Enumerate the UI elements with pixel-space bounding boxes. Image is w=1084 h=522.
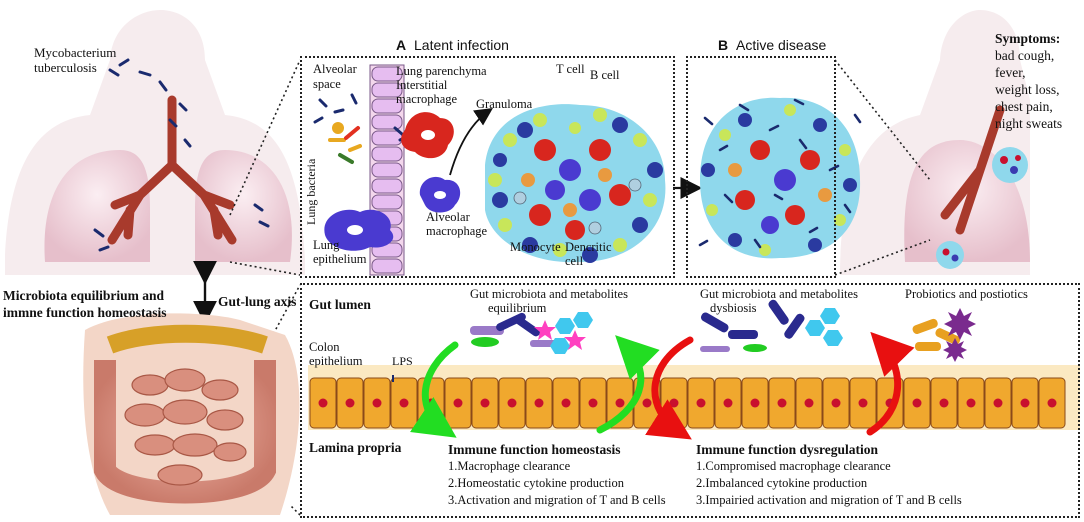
intestine-illustration: [83, 313, 300, 515]
symptoms-block: Symptoms: bad cough, fever, weight loss,…: [995, 31, 1063, 131]
panel-a-letter: A: [396, 37, 407, 53]
panel-b-frame: [686, 56, 836, 278]
panel-a-title: Latent infection: [414, 37, 509, 53]
label-lung-bacteria: Lung bacteria: [304, 158, 318, 225]
panel-a-frame: [300, 56, 675, 278]
gut-panel-frame: [300, 283, 1080, 518]
label-gut-lumen: Gut lumen: [309, 297, 371, 312]
red-cycle-arrows: [645, 331, 915, 440]
probiotic-microbes: [912, 308, 976, 362]
panel-b-letter: B: [718, 37, 729, 53]
green-cycle-arrows: [410, 335, 660, 438]
label-lung-parenchyma: Lung parenchyma: [396, 64, 487, 78]
label-granuloma: Granuloma: [476, 97, 533, 111]
label-lamina-propria: Lamina propria: [309, 440, 402, 455]
label-b-cell: B cell: [590, 68, 620, 82]
panel-a-graphics: [313, 64, 666, 276]
label-lps: LPS: [392, 354, 413, 368]
equilibrium-microbes: [470, 312, 593, 354]
dysbiosis-microbes: [700, 299, 843, 352]
right-lung-illustration: [840, 10, 1030, 275]
label-monocyte: Monocyte: [510, 240, 561, 254]
panel-b-title: Active disease: [736, 37, 827, 53]
dysregulation-list: Immune function dysregulation 1.Compromi…: [696, 442, 962, 507]
granuloma-a-cells: [488, 108, 663, 263]
homeostasis-list: Immune function homeostasis 1.Macrophage…: [448, 442, 666, 507]
granuloma-b: [698, 97, 862, 259]
label-t-cell: T cell: [556, 62, 585, 76]
left-lung-illustration: [5, 10, 305, 275]
axis-right-text: Gut-lung axis: [218, 294, 297, 309]
label-probiotics: Probiotics and postiotics: [905, 287, 1028, 301]
